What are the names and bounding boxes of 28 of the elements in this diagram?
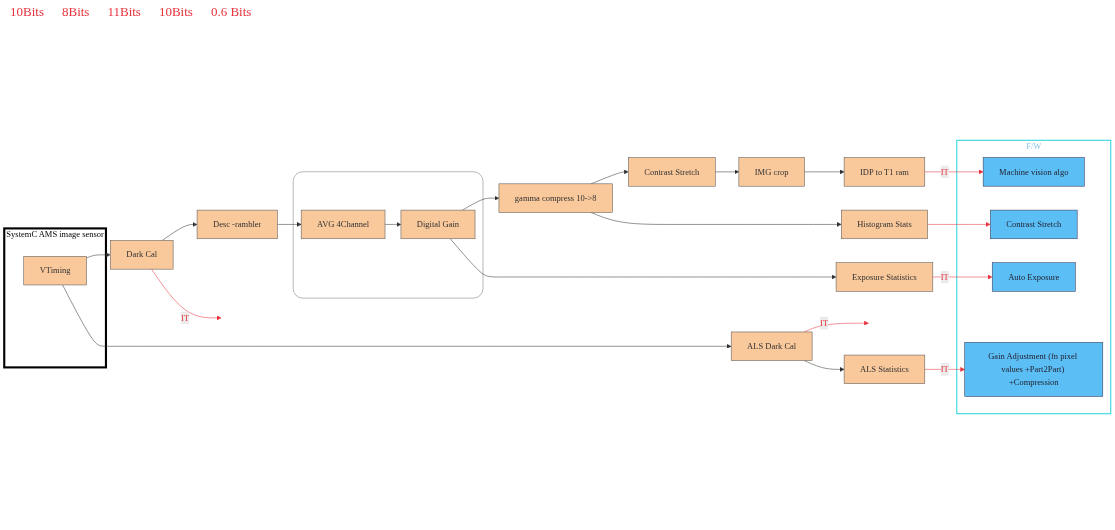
node-box: Desc -rambler	[196, 209, 278, 240]
node-box: ALS Statistics	[843, 354, 926, 384]
node-box: AVG 4Channel	[300, 209, 386, 240]
node-box: gamma compress 10->8	[498, 183, 613, 213]
node-box: ALS Dark Cal	[730, 331, 813, 361]
bit-width-label: 10Bits	[158, 4, 193, 20]
node-box: Exposure Statistics	[835, 262, 934, 292]
bit-width-label: 0.6 Bits	[210, 4, 252, 20]
edge-label: IT	[940, 272, 949, 282]
edge-label: IT	[940, 167, 949, 177]
edge-label: IT	[820, 318, 829, 328]
cluster	[292, 171, 484, 299]
edge-label: IT	[940, 364, 949, 374]
edge-label: IT	[181, 313, 190, 323]
node-box: Dark Cal	[110, 240, 174, 270]
node-box: IDP to T1 ram	[843, 157, 926, 187]
node-box: Contrast Stretch	[990, 209, 1078, 240]
node-box: Digital Gain	[400, 209, 476, 240]
node-box: Machine vision algo	[982, 157, 1085, 187]
node-box: Gain Adjustment (fn pixel values +Part2Part) +Compression	[964, 342, 1104, 397]
node-box: VTiming	[23, 256, 87, 286]
node-box: Auto Exposure	[991, 262, 1076, 292]
node-box: IMG crop	[738, 157, 805, 187]
bit-width-label: 8Bits	[61, 4, 90, 20]
node-box: Histogram Stats	[841, 209, 928, 240]
node-box: Contrast Stretch	[628, 157, 716, 187]
bit-width-label: 11Bits	[107, 4, 141, 20]
bit-width-label: 10Bits	[10, 4, 44, 20]
